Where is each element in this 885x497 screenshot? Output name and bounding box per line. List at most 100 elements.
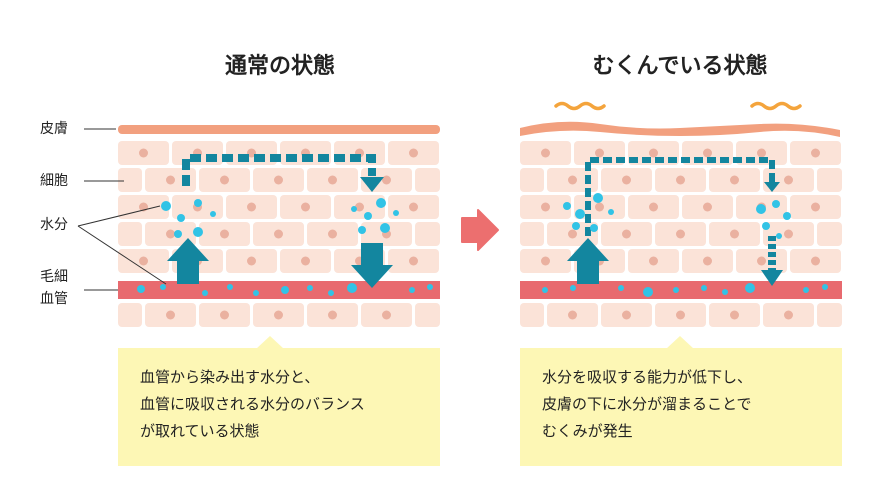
water-droplet [722,289,728,295]
water-droplet [745,283,755,293]
cell-nucleus [622,229,631,239]
cell-nucleus [274,310,283,320]
cell [817,168,842,192]
cell-nucleus [568,175,577,185]
water-droplet [618,285,624,291]
water-droplet [281,286,289,294]
cell [817,222,842,246]
water-droplet [575,209,585,219]
water-droplet [673,287,679,293]
cell-nucleus [409,256,418,266]
water-droplet [393,210,399,216]
water-droplet [756,204,766,214]
cell-nucleus [220,310,229,320]
cell-nucleus [247,148,256,158]
note-line: 血管に吸収される水分のバランス [140,395,365,413]
cell [520,168,544,192]
cell-nucleus [409,202,418,212]
cell-nucleus [730,175,739,185]
water-droplet [307,285,313,291]
cell-nucleus [382,310,391,320]
water-droplet [160,284,166,290]
water-droplet [358,226,366,234]
cell-nucleus [541,256,550,266]
cell-nucleus [166,175,175,185]
cell-nucleus [730,229,739,239]
cell-nucleus [757,148,766,158]
cell-nucleus [703,202,712,212]
cell-nucleus [811,202,820,212]
water-droplet [776,233,782,239]
water-in-down-arrow-icon [351,243,393,288]
water-droplet [202,290,208,296]
cell [817,303,842,327]
cell-nucleus [220,175,229,185]
flow-arrowhead-icon [360,177,384,192]
cell-nucleus [247,202,256,212]
water-droplet [803,287,809,293]
water-leader-line [77,225,167,285]
cell-nucleus [811,148,820,158]
cell-nucleus [676,175,685,185]
cell [520,303,544,327]
flow-dashed-arrow [182,154,376,186]
cell-nucleus [676,310,685,320]
cell-nucleus [139,148,148,158]
cell-nucleus [784,175,793,185]
water-droplet [409,287,415,293]
note-pointer-normal [256,336,284,349]
cell-nucleus [328,175,337,185]
water-leader-line [77,205,161,227]
transition-arrow-icon [461,209,499,251]
water-droplet [351,206,357,212]
cell-nucleus [784,229,793,239]
cell-nucleus [784,310,793,320]
cell [118,303,142,327]
water-droplet [210,211,216,217]
cell-nucleus [328,229,337,239]
water-droplet [822,284,828,290]
capillary-swollen [520,281,842,299]
water-droplet [427,284,433,290]
cell-nucleus [166,229,175,239]
cell-nucleus [595,202,604,212]
cell [415,303,440,327]
water-droplet [608,209,614,215]
cell [520,222,544,246]
cell-grid-swollen [520,141,842,327]
cell-nucleus [811,256,820,266]
cell-nucleus [274,229,283,239]
capillary-label-line2: 血管 [40,291,68,307]
cell-nucleus [676,229,685,239]
flow-arrowhead-icon [764,182,780,192]
water-droplet [364,212,372,220]
cell-nucleus [355,202,364,212]
cell-nucleus [541,202,550,212]
water-out-up-arrow-icon [567,238,609,284]
cell-nucleus [649,256,658,266]
normal-state-title: 通常の状態 [224,54,335,79]
normal-state-note: 血管から染み出す水分と、 血管に吸収される水分のバランス が取れている状態 [118,348,440,466]
water-droplet [328,290,334,296]
note-line: 水分を吸収する能力が低下し、 [542,368,753,386]
cell-nucleus [166,310,175,320]
cell-nucleus [541,148,550,158]
cell-nucleus [274,175,283,185]
note-line: が取れている状態 [140,422,260,440]
cell [118,222,142,246]
water-droplet [542,287,548,293]
water-droplet [762,222,770,230]
water-droplet [572,222,580,230]
cell-nucleus [757,256,766,266]
cell-nucleus [220,229,229,239]
swelling-mark-icon [554,101,606,111]
note-line: むくみが発生 [542,422,633,440]
water-droplet [570,285,576,291]
note-line: 血管から染み出す水分と、 [140,368,320,386]
cell-label: 細胞 [40,173,68,189]
water-out-up-arrow-icon [167,238,209,284]
skin-layer-normal [118,125,440,134]
cell-nucleus [409,148,418,158]
water-droplet [161,201,171,211]
